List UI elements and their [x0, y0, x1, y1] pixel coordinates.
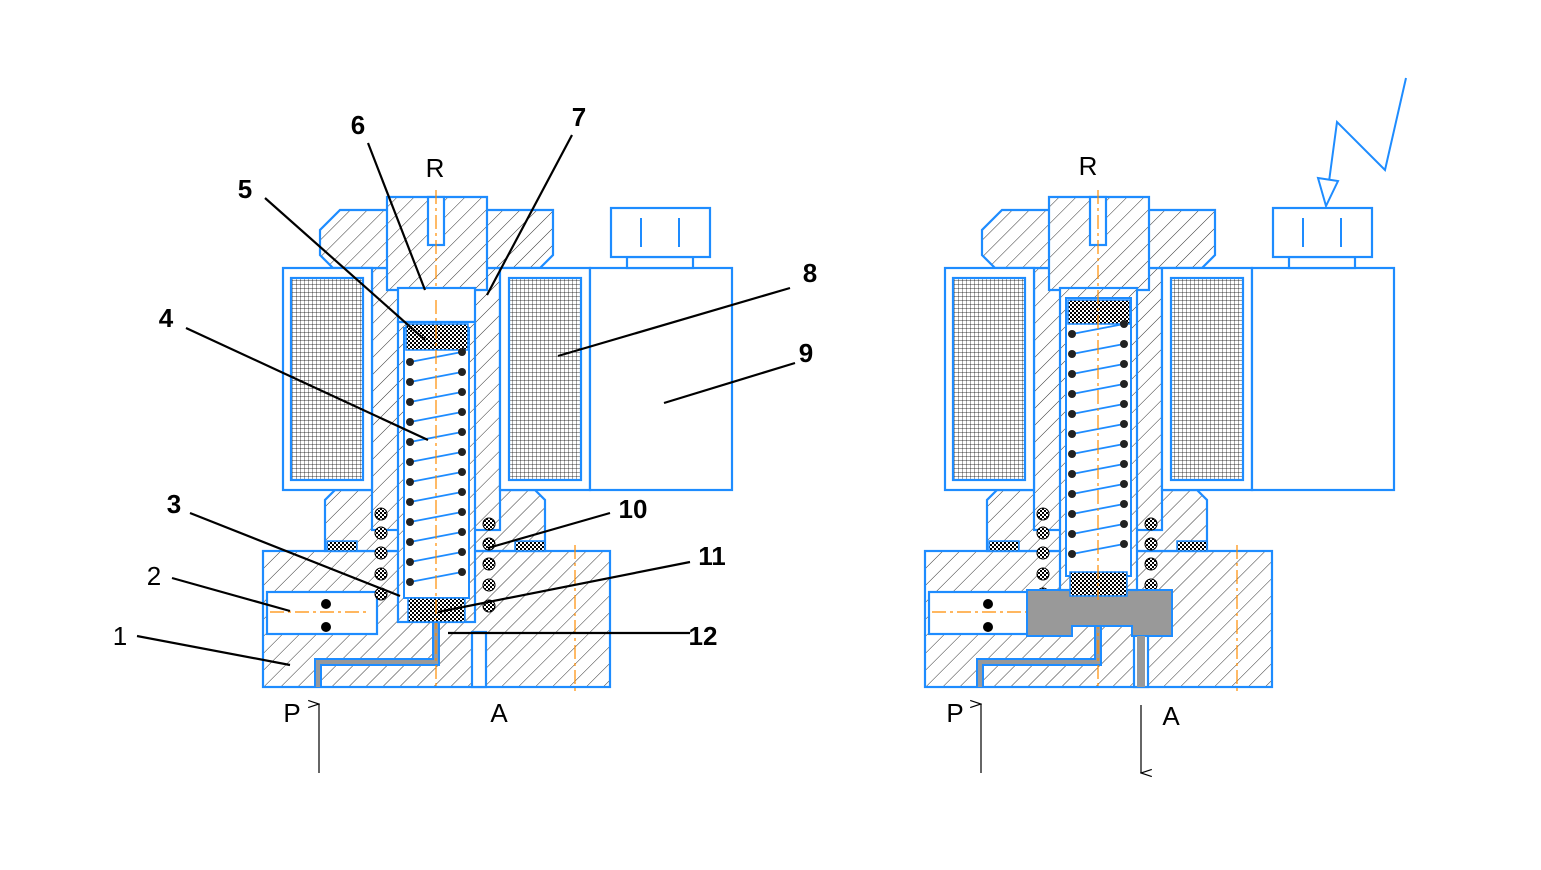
right-port-a: A	[1162, 701, 1180, 731]
left-valve	[263, 190, 732, 695]
callout-12: 12	[689, 621, 718, 651]
callout-5: 5	[238, 174, 252, 204]
lightning-arrow-icon	[1325, 77, 1407, 205]
callout-1: 1	[113, 621, 127, 651]
upper-seal	[1067, 299, 1131, 325]
callout-9: 9	[799, 338, 813, 368]
callout-6: 6	[351, 110, 365, 140]
callout-8: 8	[803, 258, 817, 288]
left-port-r: R	[426, 153, 445, 183]
upper-seal	[405, 323, 469, 351]
right-port-p: P	[946, 698, 963, 728]
callout-3: 3	[167, 489, 181, 519]
callout-11: 11	[698, 541, 726, 571]
right-valve	[925, 190, 1394, 695]
left-port-p: P	[283, 698, 300, 728]
left-port-a: A	[490, 698, 508, 728]
right-port-r: R	[1079, 151, 1098, 181]
callout-4: 4	[159, 303, 174, 333]
open-flow-chamber	[1026, 589, 1173, 637]
callout-2: 2	[147, 561, 161, 591]
lightning-arrowhead	[1316, 176, 1340, 209]
callout-10: 10	[619, 494, 648, 524]
leader-lines	[136, 134, 796, 667]
callout-7: 7	[572, 102, 586, 132]
